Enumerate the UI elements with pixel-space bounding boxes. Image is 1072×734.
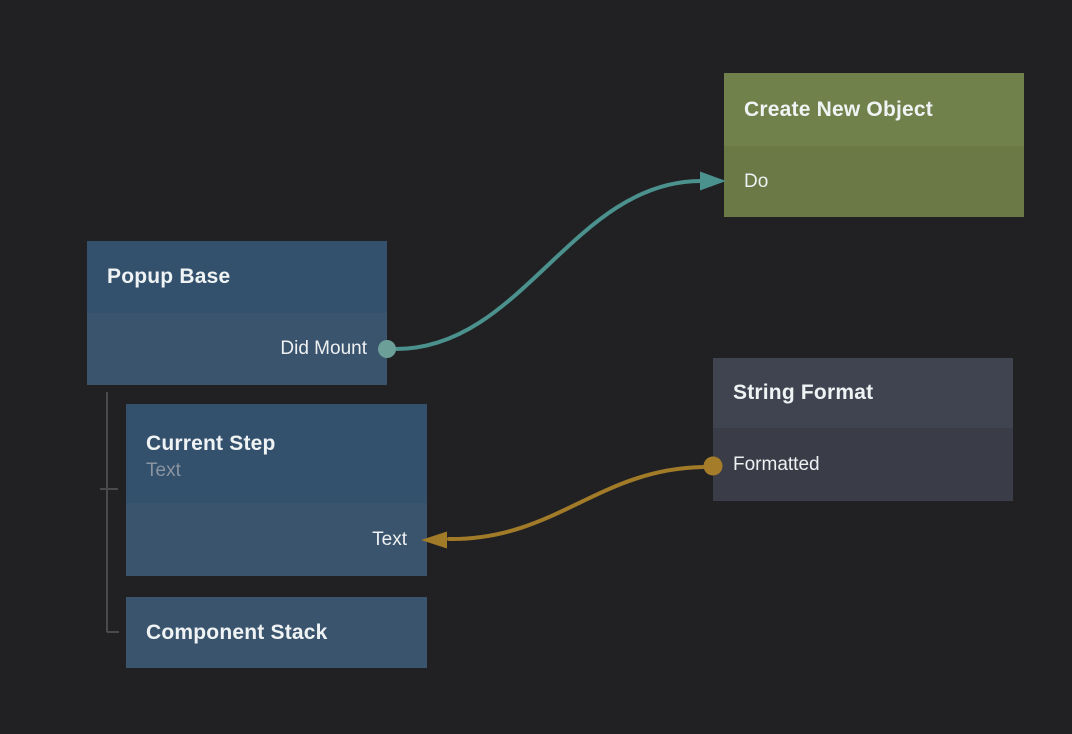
node-string-format[interactable]: String Format Formatted: [713, 358, 1013, 501]
node-create-new-object[interactable]: Create New Object Do: [724, 73, 1024, 217]
output-port-formatted[interactable]: Formatted: [733, 453, 820, 475]
node-body: Did Mount: [87, 313, 387, 385]
node-title: Create New Object: [744, 97, 933, 121]
input-port-do[interactable]: Do: [744, 170, 769, 192]
node-body: Text: [126, 503, 427, 576]
node-subtitle: Text: [146, 459, 181, 481]
hierarchy-line: [100, 392, 119, 633]
connection-did-mount-to-do[interactable]: [394, 179, 703, 351]
connection-formatted-to-text[interactable]: [447, 465, 705, 542]
node-popup-base[interactable]: Popup Base Did Mount: [87, 241, 387, 385]
node-title: Popup Base: [107, 265, 231, 288]
input-port-text[interactable]: Text: [372, 528, 407, 550]
node-header[interactable]: Component Stack: [126, 597, 427, 668]
node-title: Component Stack: [146, 620, 328, 644]
node-header[interactable]: Current Step Text: [126, 404, 427, 503]
node-body: Formatted: [713, 428, 1013, 501]
node-header[interactable]: String Format: [713, 358, 1013, 428]
arrowhead-did-mount-to-do: [700, 171, 726, 191]
node-header[interactable]: Popup Base: [87, 241, 387, 313]
node-title: String Format: [733, 381, 874, 404]
node-current-step[interactable]: Current Step Text Text: [126, 404, 427, 576]
node-title: Current Step: [146, 431, 276, 455]
node-header[interactable]: Create New Object: [724, 73, 1024, 146]
node-body: Do: [724, 146, 1024, 217]
output-port-did-mount[interactable]: Did Mount: [280, 338, 367, 359]
node-component-stack[interactable]: Component Stack: [126, 597, 427, 668]
